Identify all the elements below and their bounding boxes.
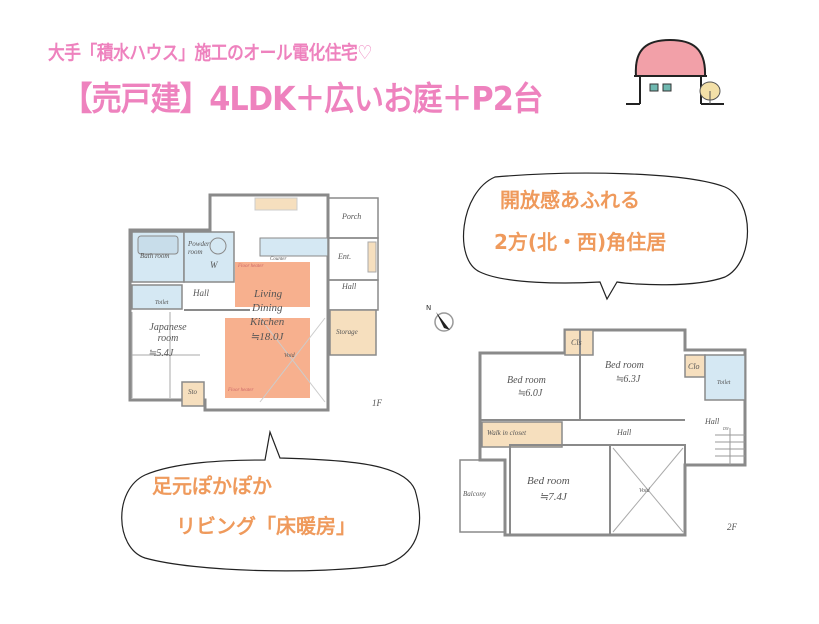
- room-label-sto: Sto: [188, 388, 197, 396]
- room-label-ldk-1: Living: [254, 288, 283, 300]
- room-size-bed1: ≒6.0J: [517, 388, 543, 399]
- room-label-walk-in: Walk in closet: [487, 429, 527, 437]
- bubble-text-corner-lot: 2方(北・西)角住居: [494, 230, 667, 254]
- floor-plan-1f: [128, 193, 379, 412]
- room-label-toilet-2f: Toilet: [717, 380, 731, 386]
- floor-plan-2f: [459, 328, 747, 537]
- speech-bubble-bottom-left: [121, 430, 421, 572]
- room-label-void: Void: [284, 353, 295, 359]
- room-label-powder: Powder room: [188, 240, 210, 256]
- room-label-bed2: Bed room: [605, 360, 644, 371]
- house-illustration-icon: [626, 38, 724, 105]
- room-label-storage: Storage: [336, 328, 358, 336]
- room-label-bath: Bath room: [140, 252, 170, 260]
- room-size-ldk: ≒18.0J: [250, 331, 284, 343]
- room-label-ldk-2: Dining: [252, 302, 283, 314]
- room-label-ldk-3: Kitchen: [250, 316, 285, 328]
- room-size-bed3: ≒7.4J: [539, 491, 567, 503]
- room-label-hall-right-2f: Hall: [705, 417, 720, 426]
- room-label-japanese: Japanese room: [149, 322, 187, 344]
- subtitle: 大手「積水ハウス」施工のオール電化住宅♡: [48, 42, 372, 64]
- svg-text:N: N: [426, 304, 431, 312]
- floor-heater-label-top: Floor heater: [238, 264, 264, 269]
- bubble-text-warm-floor: 足元ぽかぽか: [152, 474, 272, 498]
- room-label-bed3: Bed room: [527, 475, 570, 487]
- floor-heater-label-bottom: Floor heater: [228, 388, 254, 393]
- bubble-text-floor-heating: リビング「床暖房」: [176, 514, 356, 538]
- room-label-cls: Cls: [571, 338, 582, 347]
- room-size-bed2: ≒6.3J: [615, 374, 641, 385]
- speech-bubble-top-right: [462, 172, 749, 301]
- page-title: 【売戸建】4LDK＋広いお庭＋P2台: [62, 79, 543, 118]
- room-label-hall-right: Hall: [342, 282, 357, 291]
- counter-label: Counter: [270, 257, 287, 262]
- floor-label-1f: 1F: [372, 398, 382, 408]
- room-label-wc: W: [210, 260, 218, 270]
- compass-icon: N: [426, 304, 454, 332]
- room-label-void-2f: Void: [639, 488, 650, 494]
- room-label-entrance: Ent.: [338, 252, 352, 261]
- room-label-clo: Clo: [688, 362, 700, 371]
- room-label-hall-left: Hall: [193, 288, 210, 298]
- room-label-balcony: Balcony: [463, 490, 486, 498]
- room-label-toilet: Toilet: [155, 300, 169, 306]
- room-size-japanese: ≒5.4J: [148, 348, 174, 359]
- room-label-bed1: Bed room: [507, 375, 546, 386]
- room-label-hall-mid: Hall: [617, 428, 632, 437]
- stair-dn-label: DN: [723, 426, 729, 431]
- floor-label-2f: 2F: [727, 522, 737, 532]
- bubble-text-openness: 開放感あふれる: [500, 188, 640, 212]
- room-label-porch: Porch: [342, 212, 362, 221]
